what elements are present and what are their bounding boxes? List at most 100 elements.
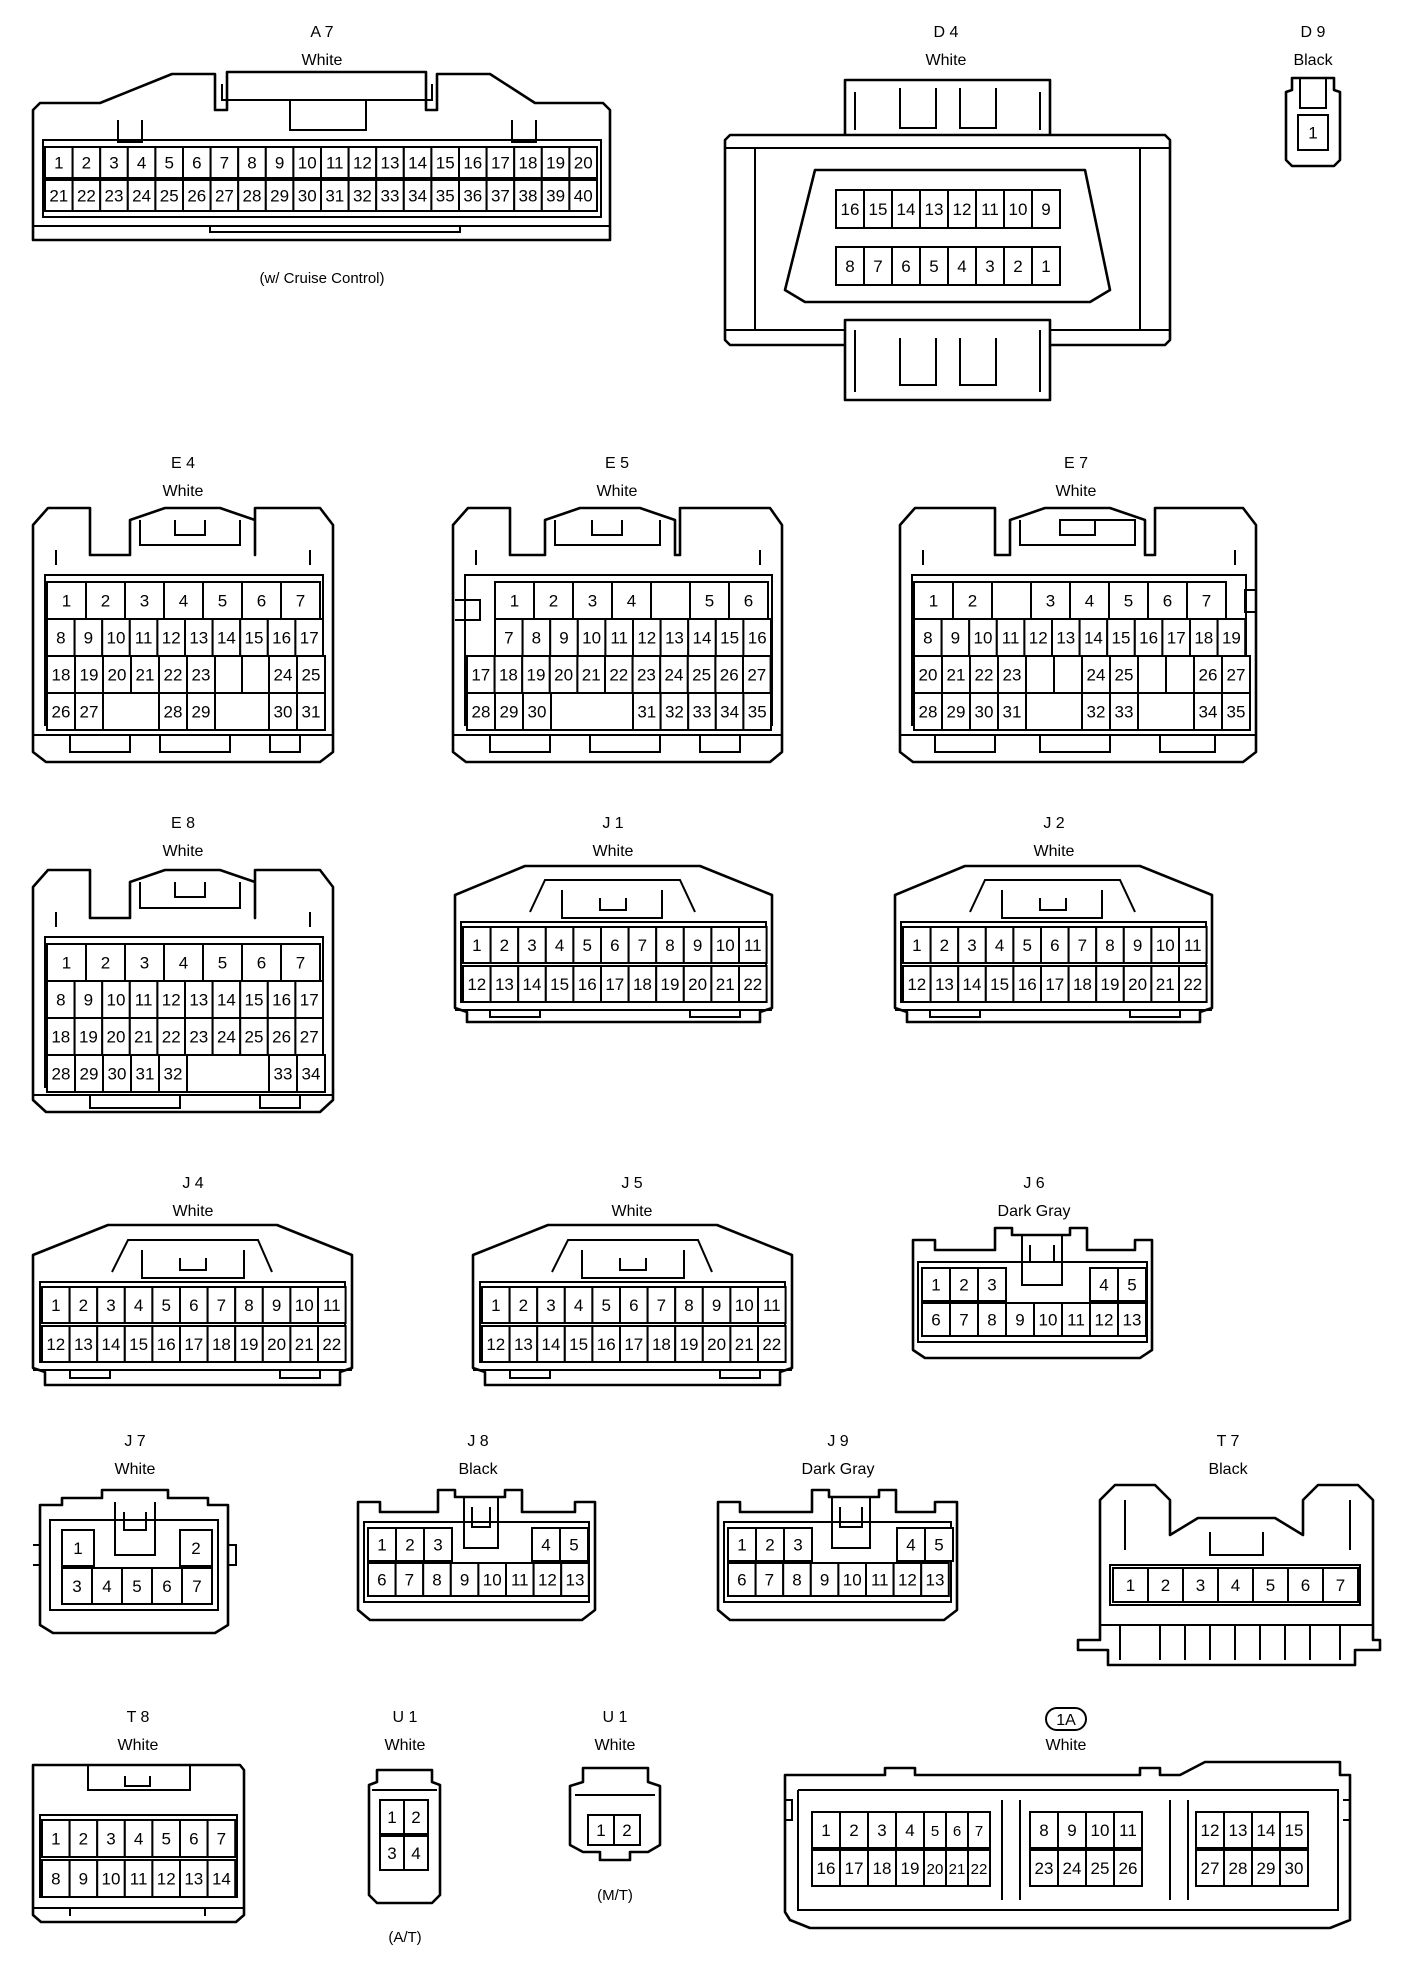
pin-cell: 7 <box>1322 1567 1359 1603</box>
connector-j8-color: Black <box>458 1461 498 1478</box>
pin-number: 17 <box>1045 975 1064 994</box>
pin-number: 3 <box>793 1536 802 1555</box>
pin-number: 9 <box>1133 936 1142 955</box>
pin-number: 25 <box>160 187 179 206</box>
cavity-blank <box>1165 655 1195 694</box>
pin-cell: 3 <box>867 1811 897 1849</box>
pin-number: 1 <box>491 1296 500 1315</box>
pin-number: 13 <box>926 1571 945 1590</box>
pin-cell: 8 <box>521 618 552 657</box>
pin-number: 4 <box>102 1577 111 1596</box>
cavity-blank <box>650 581 691 620</box>
pin-cell: 12 <box>1023 618 1054 657</box>
pin-cell: 10 <box>96 1859 126 1898</box>
pin-number: 22 <box>162 1028 181 1047</box>
pin-number: 10 <box>582 629 601 648</box>
pin-cell: 9 <box>261 1286 292 1324</box>
pin-number: 10 <box>1009 200 1028 219</box>
connector-j9-code: J 9 <box>827 1433 848 1450</box>
pin-cell: 34 <box>296 1054 326 1093</box>
pin-cell: 8 <box>655 926 685 964</box>
pin-cell: 4 <box>123 1819 154 1858</box>
pin-number: 1 <box>51 1830 60 1849</box>
pin-cell: 4 <box>611 581 652 620</box>
pin-number: 13 <box>1123 1311 1142 1330</box>
connector-e5-color: White <box>597 483 638 500</box>
pin-number: 9 <box>272 1296 281 1315</box>
pin-cell: 26 <box>182 179 212 212</box>
pin-cell: 6 <box>921 1302 951 1337</box>
pin-number: 22 <box>743 975 762 994</box>
pin-cell: 21 <box>729 1325 760 1363</box>
pin-cell: 14 <box>891 189 921 229</box>
pin-cell: 1 <box>44 146 74 179</box>
pin-cell: 13 <box>920 1562 950 1597</box>
pin-cell: 9 <box>1057 1811 1087 1849</box>
pin-cell: 29 <box>941 692 971 731</box>
pin-cell: 22 <box>156 1017 186 1056</box>
pin-cell: 22 <box>969 655 999 694</box>
pin-cell: 10 <box>968 618 998 657</box>
cavity-blank <box>241 655 270 694</box>
pin-cell: 25 <box>239 1017 269 1056</box>
pin-number: 3 <box>140 954 149 973</box>
pin-cell: 17 <box>485 146 516 179</box>
pin-cell: 6 <box>891 246 921 286</box>
pin-number: 18 <box>499 666 518 685</box>
pin-cell: 14 <box>957 965 987 1003</box>
pin-cell: 33 <box>375 179 405 212</box>
pin-cell: 6 <box>945 1811 969 1849</box>
pin-cell: 2 <box>68 1286 99 1324</box>
pin-cell: 1 <box>921 1267 951 1302</box>
pin-number: 14 <box>217 991 236 1010</box>
pin-cell: 23 <box>99 179 129 212</box>
pin-number: 4 <box>574 1296 583 1315</box>
pin-number: 21 <box>295 1335 314 1354</box>
pin-number: 6 <box>192 154 201 173</box>
pin-number: 2 <box>1161 1576 1170 1595</box>
pin-number: 33 <box>1115 703 1134 722</box>
pin-cell: 10 <box>1085 1811 1115 1849</box>
pin-number: 3 <box>109 154 118 173</box>
pin-cell: 6 <box>1287 1567 1324 1603</box>
pin-cell: 21 <box>130 655 160 694</box>
pin-number: 10 <box>295 1296 314 1315</box>
pin-number: 8 <box>1105 936 1114 955</box>
pin-number: 24 <box>665 666 684 685</box>
pin-cell: 7 <box>627 926 658 964</box>
pin-cell: 11 <box>317 1286 347 1324</box>
pin-number: 1 <box>62 592 71 611</box>
pin-cell: 13 <box>1117 1302 1147 1337</box>
pin-number: 30 <box>975 703 994 722</box>
pin-cell: 28 <box>237 179 267 212</box>
connector-t7-code: T 7 <box>1217 1433 1240 1450</box>
pin-number: 12 <box>637 629 656 648</box>
pin-number: 12 <box>1029 629 1048 648</box>
connector-u1-at-code: U 1 <box>393 1709 418 1726</box>
pin-number: 10 <box>735 1296 754 1315</box>
pin-number: 10 <box>298 154 317 173</box>
pin-cell: 26 <box>266 1017 297 1056</box>
pin-number: 21 <box>136 666 155 685</box>
pin-cell: 17 <box>294 618 324 657</box>
pin-cell: 30 <box>522 692 552 731</box>
connector-t8-code: T 8 <box>127 1709 150 1726</box>
pin-cell: 17 <box>179 1325 209 1363</box>
pin-number: 10 <box>716 936 735 955</box>
pin-cell: 2 <box>949 1267 979 1302</box>
pin-number: 6 <box>931 1311 940 1330</box>
pin-number: 4 <box>905 1821 914 1840</box>
pin-number: 10 <box>102 1870 121 1889</box>
pin-cell: 27 <box>1221 655 1251 694</box>
pin-number: 3 <box>387 1844 396 1863</box>
pin-number: 2 <box>101 954 110 973</box>
pin-cell: 5 <box>202 581 243 620</box>
pin-cell: 8 <box>1029 1811 1059 1849</box>
cavity-blank <box>1025 692 1083 731</box>
pin-number: 5 <box>161 1830 170 1849</box>
pin-cell: 14 <box>687 618 717 657</box>
pin-number: 2 <box>1013 257 1022 276</box>
pin-cell: 6 <box>600 926 630 964</box>
pin-number: 23 <box>1035 1859 1054 1878</box>
pin-cell: 25 <box>154 179 184 212</box>
